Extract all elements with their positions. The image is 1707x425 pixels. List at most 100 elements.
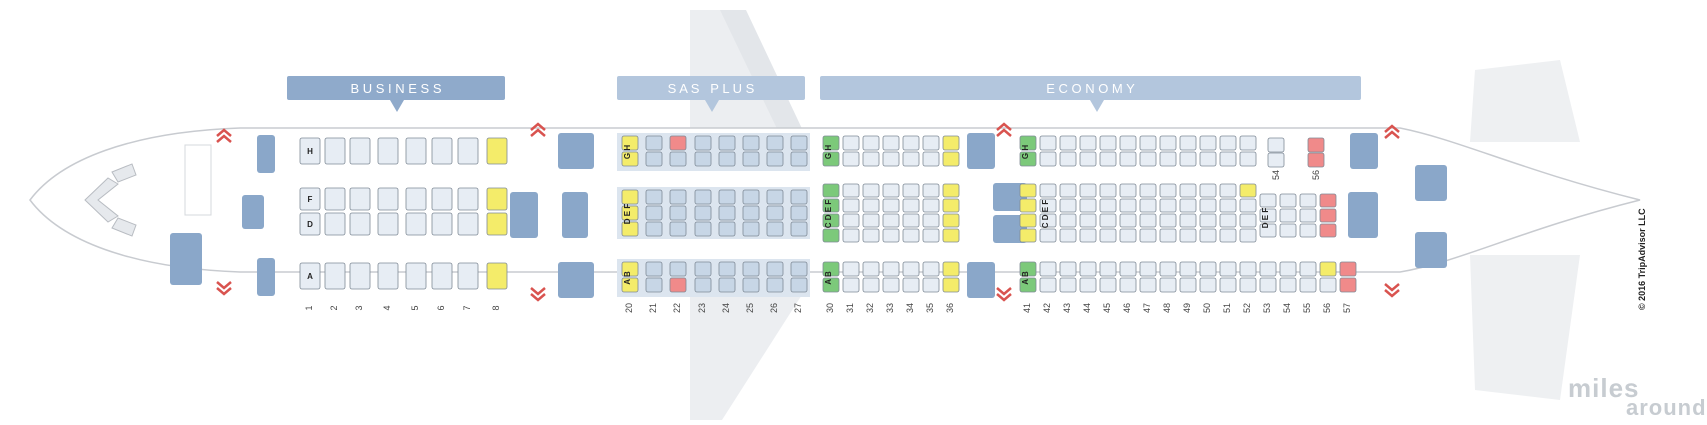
economy-a-row-32: 32 — [865, 303, 875, 314]
business-seat-mid-1 — [349, 187, 371, 211]
economy-seat-mid — [1059, 183, 1077, 198]
economy-seat-upper — [902, 135, 920, 151]
economy-seat-lower — [822, 277, 840, 293]
business-seat-upper — [486, 137, 508, 165]
sasplus-seat-upper — [790, 151, 808, 167]
economy-seat-54a — [1267, 137, 1285, 153]
business-seat-mid-1 — [457, 187, 479, 211]
business-seat-mid-2 — [457, 212, 479, 236]
business-seat-upper — [457, 137, 479, 165]
sasplus-seat-lower — [621, 277, 639, 293]
economy-seat-upper — [1019, 135, 1037, 151]
sasplus-seat-lower — [766, 277, 784, 293]
economy-seat-upper — [862, 151, 880, 167]
exit-2-right — [530, 287, 546, 302]
business-seat-mid-2 — [299, 212, 321, 236]
tail-bottom — [1470, 255, 1580, 400]
economy-b-row-46: 46 — [1122, 303, 1132, 314]
economy-seat-mid — [1079, 228, 1097, 243]
economy-seat-upper — [1239, 135, 1257, 151]
economy-seat-mid — [1279, 208, 1297, 223]
economy-a-row-36: 36 — [945, 303, 955, 314]
economy-seat-mid — [1119, 183, 1137, 198]
galley-rear-upper — [1415, 165, 1447, 201]
sasplus-seat-mid — [718, 221, 736, 237]
sasplus-seat-upper — [742, 135, 760, 151]
economy-seat-mid — [902, 213, 920, 228]
copyright-text: © 2016 TripAdvisor LLC — [1637, 208, 1647, 310]
sasplus-seat-upper — [694, 135, 712, 151]
economy-seat-mid — [882, 198, 900, 213]
economy-a-row-35: 35 — [925, 303, 935, 314]
sasplus-seat-mid — [718, 205, 736, 221]
economy-seat-upper — [1199, 151, 1217, 167]
sasplus-seat-upper — [621, 151, 639, 167]
economy-seat-mid — [862, 183, 880, 198]
sasplus-label: S A S P L U S — [667, 80, 755, 96]
lavatory-economy-lower — [967, 262, 995, 298]
economy-seat-lower — [1339, 277, 1357, 293]
business-seat-mid-2 — [405, 212, 427, 236]
economy-b-row-42: 42 — [1042, 303, 1052, 314]
economy-seat-mid — [1019, 213, 1037, 228]
lavatory-rear-upper — [1350, 133, 1378, 169]
economy-seat-mid — [1139, 198, 1157, 213]
economy-seat-mid — [1099, 198, 1117, 213]
economy-a-row-30: 30 — [825, 303, 835, 314]
cockpit-galley — [184, 144, 212, 216]
seat-letters-economy-upper: G H — [824, 145, 833, 159]
economy-seat-mid — [1079, 213, 1097, 228]
economy-seat-mid — [1079, 198, 1097, 213]
economy-seat-mid — [842, 198, 860, 213]
economy-seat-lower — [882, 261, 900, 277]
sasplus-seat-lower — [645, 277, 663, 293]
economy-b-row-48: 48 — [1162, 303, 1172, 314]
economy-seat-upper — [822, 135, 840, 151]
economy-seat-upper — [882, 135, 900, 151]
sasplus-seat-upper — [669, 151, 687, 167]
economy-b-row-50: 50 — [1202, 303, 1212, 314]
economy-seat-upper — [1099, 135, 1117, 151]
economy-seat-mid — [1279, 223, 1297, 238]
galley-rear-lower — [1415, 232, 1447, 268]
economy-seat-mid — [1119, 228, 1137, 243]
economy-seat-mid — [942, 198, 960, 213]
economy-b-row-47: 47 — [1142, 303, 1152, 314]
economy-seat-lower — [1239, 277, 1257, 293]
business-banner: B U S I N E S S — [287, 76, 505, 100]
seat-letters-economy-mid: C D E F — [824, 200, 833, 229]
sasplus-seat-mid — [766, 221, 784, 237]
economy-seat-mid — [1119, 213, 1137, 228]
exit-2-left — [530, 122, 546, 137]
economy-seat-upper — [1099, 151, 1117, 167]
economy-seat-lower — [1059, 261, 1077, 277]
economy-seat-mid — [1039, 183, 1057, 198]
economy-seat-mid — [1219, 213, 1237, 228]
economy-seat-lower — [1059, 277, 1077, 293]
sasplus-seat-mid — [790, 221, 808, 237]
wing-top-shade — [720, 10, 805, 135]
economy-seat-lower — [882, 277, 900, 293]
economy-seat-lower — [1019, 277, 1037, 293]
economy-seat-mid — [1179, 198, 1197, 213]
economy-seat-mid — [1099, 213, 1117, 228]
economy-seat-upper — [822, 151, 840, 167]
economy-seat-mid — [1319, 193, 1337, 208]
economy-seat-mid — [1159, 198, 1177, 213]
business-row-5: 5 — [410, 305, 420, 311]
sasplus-seat-mid — [669, 205, 687, 221]
economy-seat-lower — [862, 277, 880, 293]
economy-seat-lower — [1139, 277, 1157, 293]
tail-top — [1470, 60, 1580, 142]
sasplus-row-25: 25 — [745, 303, 755, 314]
economy-seat-mid — [1319, 223, 1337, 238]
seat-letters-sasplus-upper: G H — [623, 145, 632, 159]
economy-b-row-49: 49 — [1182, 303, 1192, 314]
economy-seat-lower — [922, 277, 940, 293]
business-seat-mid-2 — [431, 212, 453, 236]
sasplus-row-22: 22 — [672, 303, 682, 314]
sasplus-seat-lower — [718, 261, 736, 277]
sasplus-seat-lower — [669, 277, 687, 293]
business-seat-lower — [377, 262, 399, 290]
economy-seat-lower — [822, 261, 840, 277]
